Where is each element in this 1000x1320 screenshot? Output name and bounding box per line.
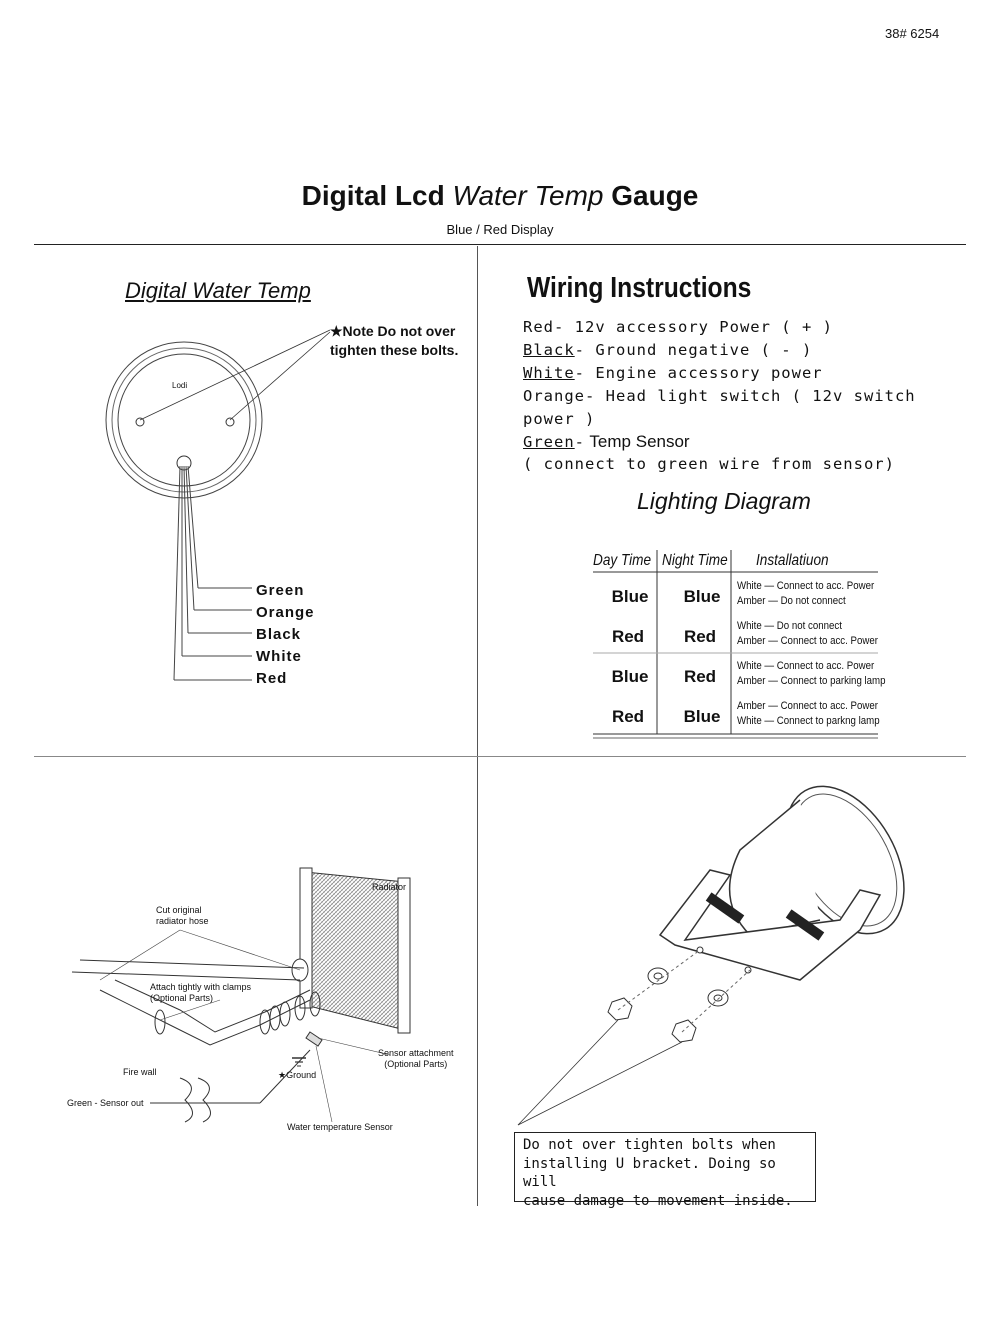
- page-subtitle: Blue / Red Display: [446, 222, 554, 237]
- instruction-orange-text: - Head light switch ( 12v switch: [585, 387, 916, 405]
- row2-install-line1: White — Do not connect: [737, 620, 842, 632]
- instruction-green: Green- Temp Sensor: [523, 432, 690, 452]
- wire-label-black: Black: [256, 626, 302, 643]
- instruction-green-extra: Temp Sensor: [585, 432, 690, 451]
- label-cut-hose: Cut original radiator hose: [156, 905, 209, 927]
- row3-install-line1: White — Connect to acc. Power: [737, 660, 875, 672]
- label-sensor-attachment: Sensor attachment (Optional Parts): [378, 1048, 454, 1070]
- label-fire-wall: Fire wall: [123, 1067, 157, 1077]
- lighting-diagram-heading: Lighting Diagram: [637, 488, 811, 514]
- row4-install-line2: White — Connect to parkng lamp: [737, 715, 880, 727]
- label-attach-line1: Attach tightly with clamps: [150, 982, 252, 992]
- top-divider: [34, 244, 966, 245]
- column-day-time: Day Time: [593, 552, 652, 569]
- title-part-3: Gauge: [611, 180, 699, 211]
- instruction-white: White- Engine accessory power: [523, 364, 823, 382]
- instruction-orange: Orange- Head light switch ( 12v switch: [523, 387, 916, 405]
- center-divider: [477, 246, 478, 1206]
- instruction-white-color: White: [523, 364, 575, 382]
- row1-night: Blue: [683, 587, 721, 606]
- instruction-red: Red- 12v accessory Power ( + ): [523, 318, 833, 336]
- digital-water-temp-heading: Digital Water Temp: [125, 278, 311, 303]
- label-green-sensor-out: Green - Sensor out: [67, 1098, 144, 1108]
- label-cut-hose-line1: Cut original: [156, 905, 202, 915]
- row2-install: White — Do not connect Amber — Connect t…: [737, 619, 878, 649]
- warning-line-2: installing U bracket. Doing so will: [523, 1155, 776, 1191]
- row2-night: Red: [683, 627, 717, 646]
- row3-install-line2: Amber — Connect to parking lamp: [737, 675, 886, 687]
- row2-day: Red: [611, 627, 645, 646]
- label-cut-hose-line2: radiator hose: [156, 916, 209, 926]
- warning-line-1: Do not over tighten bolts when: [523, 1137, 776, 1153]
- column-installation: Installatiuon: [756, 552, 829, 569]
- row1-day: Blue: [611, 587, 649, 606]
- column-night-time: Night Time: [662, 552, 728, 569]
- label-attach-line2: (Optional Parts): [150, 993, 214, 1003]
- row4-install-line1: Amber — Connect to acc. Power: [737, 700, 878, 712]
- instruction-green-color: Green: [523, 433, 575, 451]
- gauge-back-diagram: [105, 329, 331, 681]
- instruction-white-text: - Engine accessory power: [574, 364, 823, 382]
- bolt-note: ★Note Do not over tighten these bolts.: [330, 322, 458, 360]
- row1-install: White — Connect to acc. Power Amber — Do…: [737, 579, 874, 609]
- label-sensor-attach-line1: Sensor attachment: [378, 1048, 454, 1058]
- warning-line-3: cause damage to movement inside.: [523, 1192, 793, 1209]
- gauge-face-text: Lodi: [172, 381, 188, 390]
- bracket-warning-box: Do not over tighten bolts when installin…: [514, 1132, 816, 1209]
- instruction-sensor-note: ( connect to green wire from sensor): [523, 455, 895, 473]
- document-code: 38# 6254: [885, 26, 940, 41]
- row1-install-line1: White — Connect to acc. Power: [737, 580, 875, 592]
- row1-install-line2: Amber — Do not connect: [737, 595, 846, 607]
- row3-install: White — Connect to acc. Power Amber — Co…: [737, 659, 886, 689]
- instruction-orange-color: Orange: [523, 387, 585, 405]
- row2-install-line2: Amber — Connect to acc. Power: [737, 635, 878, 647]
- instruction-orange-cont: power ): [523, 410, 596, 428]
- instruction-black-text: - Ground negative ( - ): [574, 341, 813, 359]
- label-ground: ★Ground: [278, 1070, 317, 1080]
- label-radiator: Radiator: [372, 882, 407, 892]
- instruction-green-text: -: [574, 433, 586, 451]
- wire-label-white: White: [256, 648, 302, 665]
- row3-day: Blue: [611, 667, 649, 686]
- u-bracket-diagram: [517, 785, 905, 1126]
- radiator-installation-diagram: [71, 867, 411, 1123]
- label-attach-clamps: Attach tightly with clamps (Optional Par…: [150, 982, 251, 1004]
- instruction-red-color: Red: [523, 318, 554, 336]
- row3-night: Red: [683, 667, 717, 686]
- row4-night: Blue: [683, 707, 721, 726]
- wire-label-red: Red: [256, 670, 288, 687]
- wire-label-green: Green: [256, 582, 305, 599]
- label-water-temp-sensor: Water temperature Sensor: [287, 1122, 393, 1132]
- label-sensor-attach-line2: (Optional Parts): [384, 1059, 448, 1069]
- instruction-black: Black- Ground negative ( - ): [523, 341, 812, 359]
- row4-day: Red: [611, 707, 645, 726]
- title-part-1: Digital Lcd: [301, 180, 445, 211]
- instruction-red-text: - 12v accessory Power ( + ): [554, 318, 833, 336]
- row4-install: Amber — Connect to acc. Power White — Co…: [737, 699, 880, 729]
- bolt-note-line-1: ★Note Do not over: [330, 323, 456, 339]
- title-part-2: Water Temp: [452, 180, 604, 211]
- wiring-instructions-heading: Wiring Instructions: [527, 272, 752, 304]
- middle-divider: [34, 756, 966, 757]
- lighting-table-grid: [593, 550, 878, 739]
- instruction-black-color: Black: [523, 341, 575, 359]
- bolt-note-line-2: tighten these bolts.: [330, 342, 459, 358]
- page-title: Digital Lcd Water Temp Gauge: [0, 180, 1000, 212]
- wire-label-orange: Orange: [256, 604, 315, 621]
